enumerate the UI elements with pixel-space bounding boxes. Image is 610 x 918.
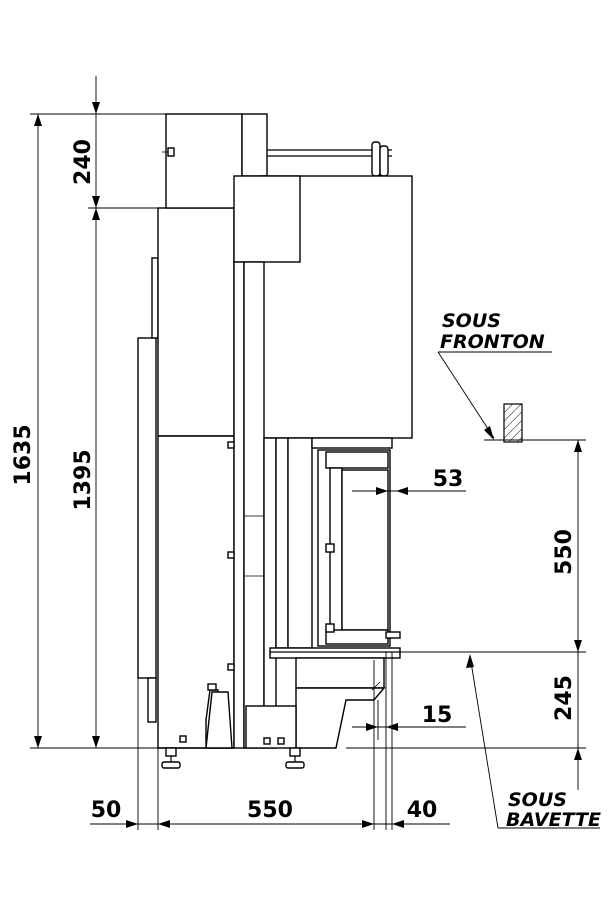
column-2 — [243, 261, 265, 749]
fireplace-body — [137, 113, 413, 769]
base-plinth — [245, 705, 297, 749]
adjustable-foot — [285, 747, 305, 769]
bavette — [269, 647, 401, 659]
chimney-collar-side — [241, 113, 268, 177]
dim-top-height: 240 — [71, 139, 96, 185]
dim-depth: 550 — [247, 798, 293, 823]
fronton-hatched-block — [503, 403, 523, 443]
left-cladding-panel — [137, 337, 157, 679]
chimney-collar — [165, 113, 243, 209]
note-fronton-line2: FRONTON — [440, 331, 545, 353]
screw — [227, 663, 235, 671]
screw — [227, 551, 235, 559]
top-handle — [371, 141, 381, 177]
dim-front-offset: 53 — [433, 467, 464, 492]
column-4 — [275, 437, 289, 649]
adjustable-foot — [161, 747, 181, 769]
column-1 — [233, 261, 245, 749]
column-3 — [263, 437, 277, 749]
front-box — [233, 175, 301, 263]
dim-body-height: 1395 — [71, 449, 96, 510]
base-support — [295, 687, 386, 749]
ash-drawer — [295, 657, 385, 689]
dim-left-offset: 50 — [91, 798, 122, 823]
glass-door-pane — [341, 469, 389, 631]
upper-housing — [157, 207, 235, 437]
left-cladding-strip — [151, 257, 159, 339]
left-lower-strip — [147, 677, 157, 723]
dimension-lines — [30, 76, 600, 830]
note-bavette-line2: BAVETTE — [506, 809, 601, 831]
note-bavette-line1: SOUS — [508, 789, 567, 811]
dim-right-offset: 40 — [407, 798, 438, 823]
dim-opening-height: 550 — [552, 529, 577, 575]
dim-bavette-offset: 15 — [422, 703, 453, 728]
lower-bracket — [205, 691, 233, 749]
dim-total-height: 1635 — [11, 424, 36, 485]
screw — [227, 441, 235, 449]
dim-bottom-height: 245 — [552, 675, 577, 721]
note-fronton-line1: SOUS — [442, 310, 501, 332]
door-jamb — [287, 437, 313, 649]
